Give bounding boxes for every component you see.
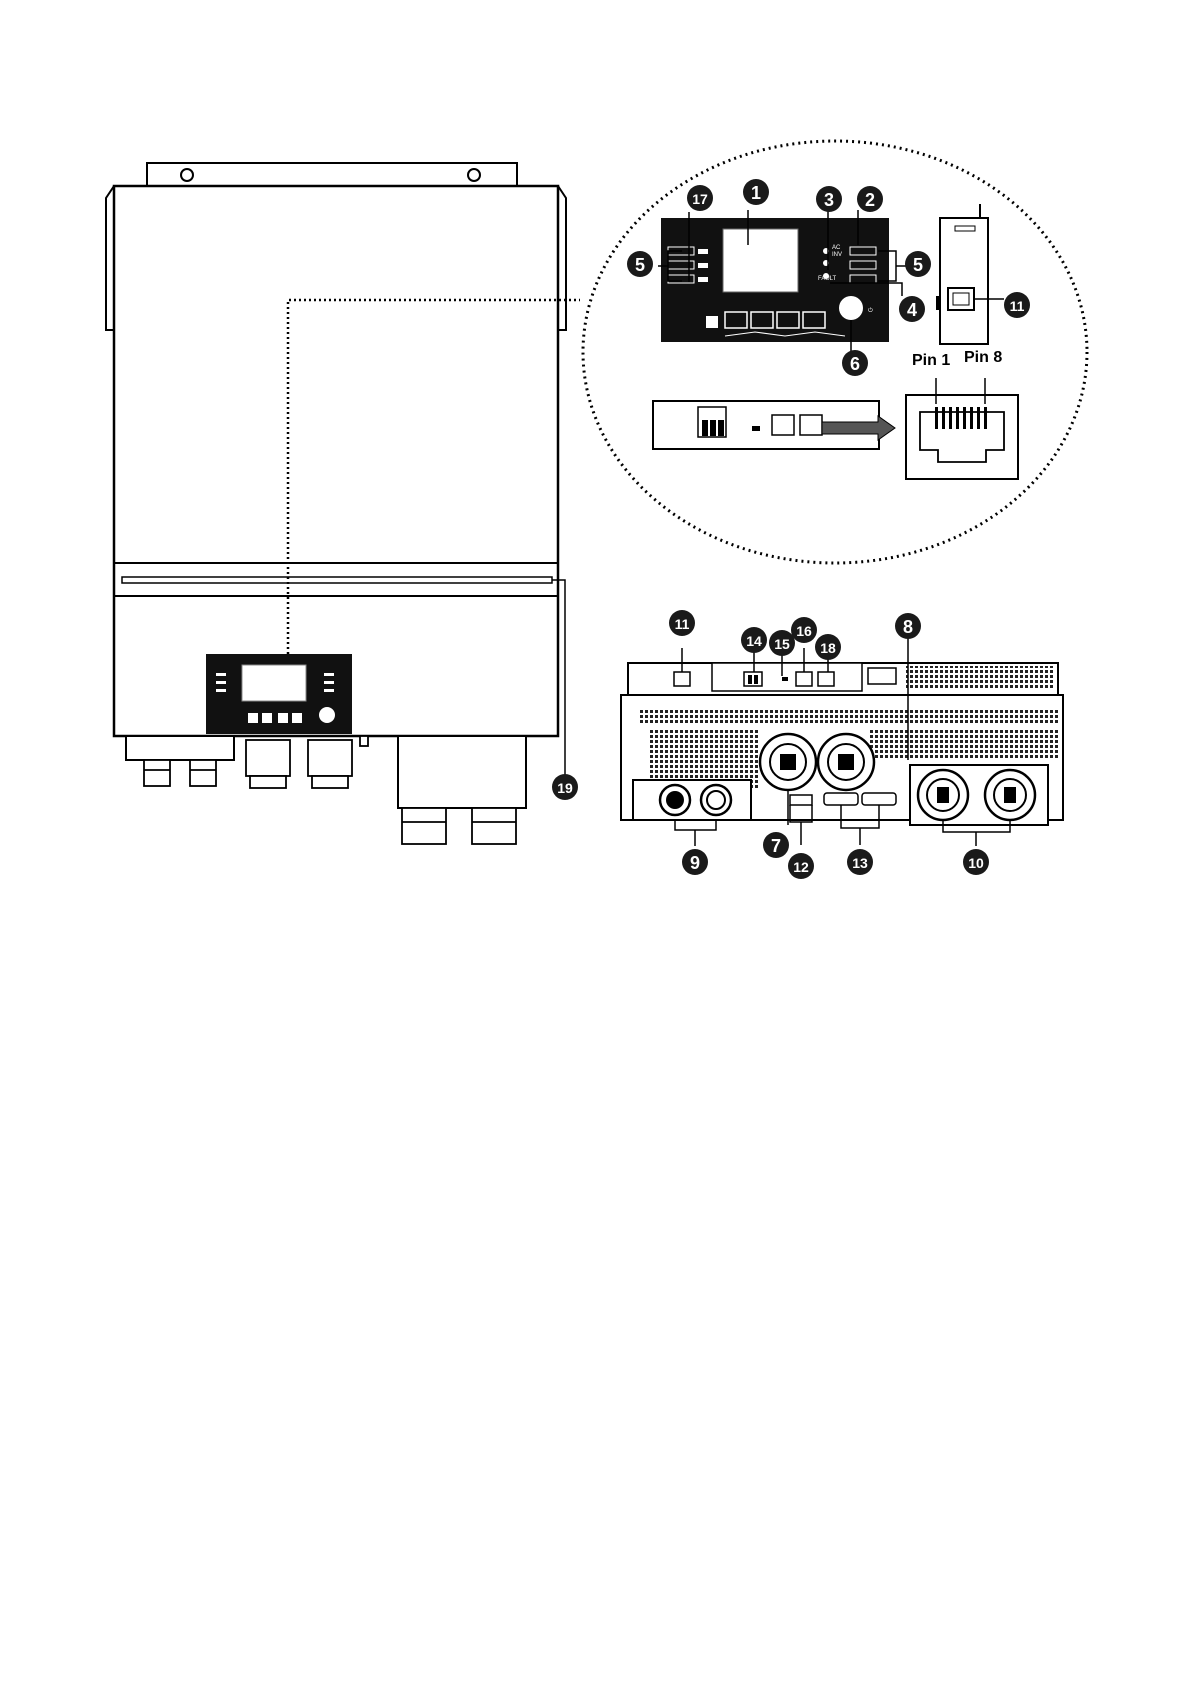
svg-text:2: 2 <box>865 190 875 210</box>
svg-text:19: 19 <box>557 780 573 796</box>
power-button[interactable] <box>839 296 863 320</box>
callout-9: 9 <box>682 849 708 875</box>
callout-5-right: 5 <box>905 251 931 277</box>
fault-indicator-label: FAULT <box>818 276 837 282</box>
svg-text:5: 5 <box>913 255 923 275</box>
function-button[interactable] <box>777 312 799 328</box>
power-icon: ⏻ <box>868 307 873 314</box>
led-strip <box>122 577 552 583</box>
svg-text:13: 13 <box>852 855 868 871</box>
lcd-display <box>723 229 798 292</box>
callout-2: 2 <box>857 186 883 212</box>
mounting-bracket <box>147 163 517 188</box>
callout-12: 12 <box>788 853 814 879</box>
svg-text:8: 8 <box>903 617 913 637</box>
svg-text:18: 18 <box>820 640 836 656</box>
svg-text:14: 14 <box>746 633 762 649</box>
pin8-label: Pin 8 <box>964 349 1002 366</box>
pin1-label: Pin 1 <box>912 352 950 369</box>
inverter-housing <box>114 186 558 736</box>
inverter-front-view <box>106 163 580 844</box>
side-view-rj45 <box>936 204 1004 344</box>
svg-text:6: 6 <box>850 354 860 374</box>
vent-grille <box>906 666 1054 690</box>
callout-11-bottom: 11 <box>669 610 695 636</box>
callout-11-top: 11 <box>1004 292 1030 318</box>
callout-17: 17 <box>687 185 713 211</box>
function-button[interactable] <box>751 312 773 328</box>
wifi-icon <box>706 316 718 328</box>
svg-text:16: 16 <box>796 623 812 639</box>
callout-6: 6 <box>842 350 868 376</box>
function-button[interactable] <box>803 312 825 328</box>
inverter-bottom-view <box>621 638 1063 846</box>
svg-text:10: 10 <box>968 855 984 871</box>
callout-3: 3 <box>816 186 842 212</box>
svg-text:3: 3 <box>824 190 834 210</box>
svg-text:17: 17 <box>692 191 708 207</box>
svg-text:9: 9 <box>690 853 700 873</box>
svg-text:1: 1 <box>751 183 761 203</box>
callout-15: 15 <box>769 630 795 656</box>
callout-14: 14 <box>741 627 767 653</box>
svg-text:5: 5 <box>635 255 645 275</box>
front-control-panel <box>206 654 352 734</box>
function-button[interactable] <box>725 312 747 328</box>
lcd-panel-zoom: AC INV FAULT ⏻ <box>661 218 889 342</box>
svg-text:12: 12 <box>793 859 809 875</box>
junction-box <box>398 736 526 808</box>
svg-text:11: 11 <box>675 616 690 632</box>
inv-indicator-label: INV <box>832 252 842 258</box>
cable-gland <box>402 808 516 844</box>
rj45-pinout: Pin 1 Pin 8 <box>906 349 1018 479</box>
svg-text:4: 4 <box>907 300 917 320</box>
ac-indicator-label: AC <box>832 245 841 251</box>
callout-19: 19 <box>552 774 578 800</box>
callout-1: 1 <box>743 179 769 205</box>
callout-16: 16 <box>791 617 817 643</box>
callout-10: 10 <box>963 849 989 875</box>
svg-text:7: 7 <box>771 836 781 856</box>
svg-text:15: 15 <box>774 636 790 652</box>
svg-text:11: 11 <box>1010 298 1025 314</box>
callout-18: 18 <box>815 634 841 660</box>
callout-5-left: 5 <box>627 251 653 277</box>
callout-4: 4 <box>899 296 925 322</box>
callout-8: 8 <box>895 613 921 639</box>
callout-13: 13 <box>847 849 873 875</box>
panel-bottom-view <box>653 401 895 449</box>
callout-7: 7 <box>763 832 789 858</box>
